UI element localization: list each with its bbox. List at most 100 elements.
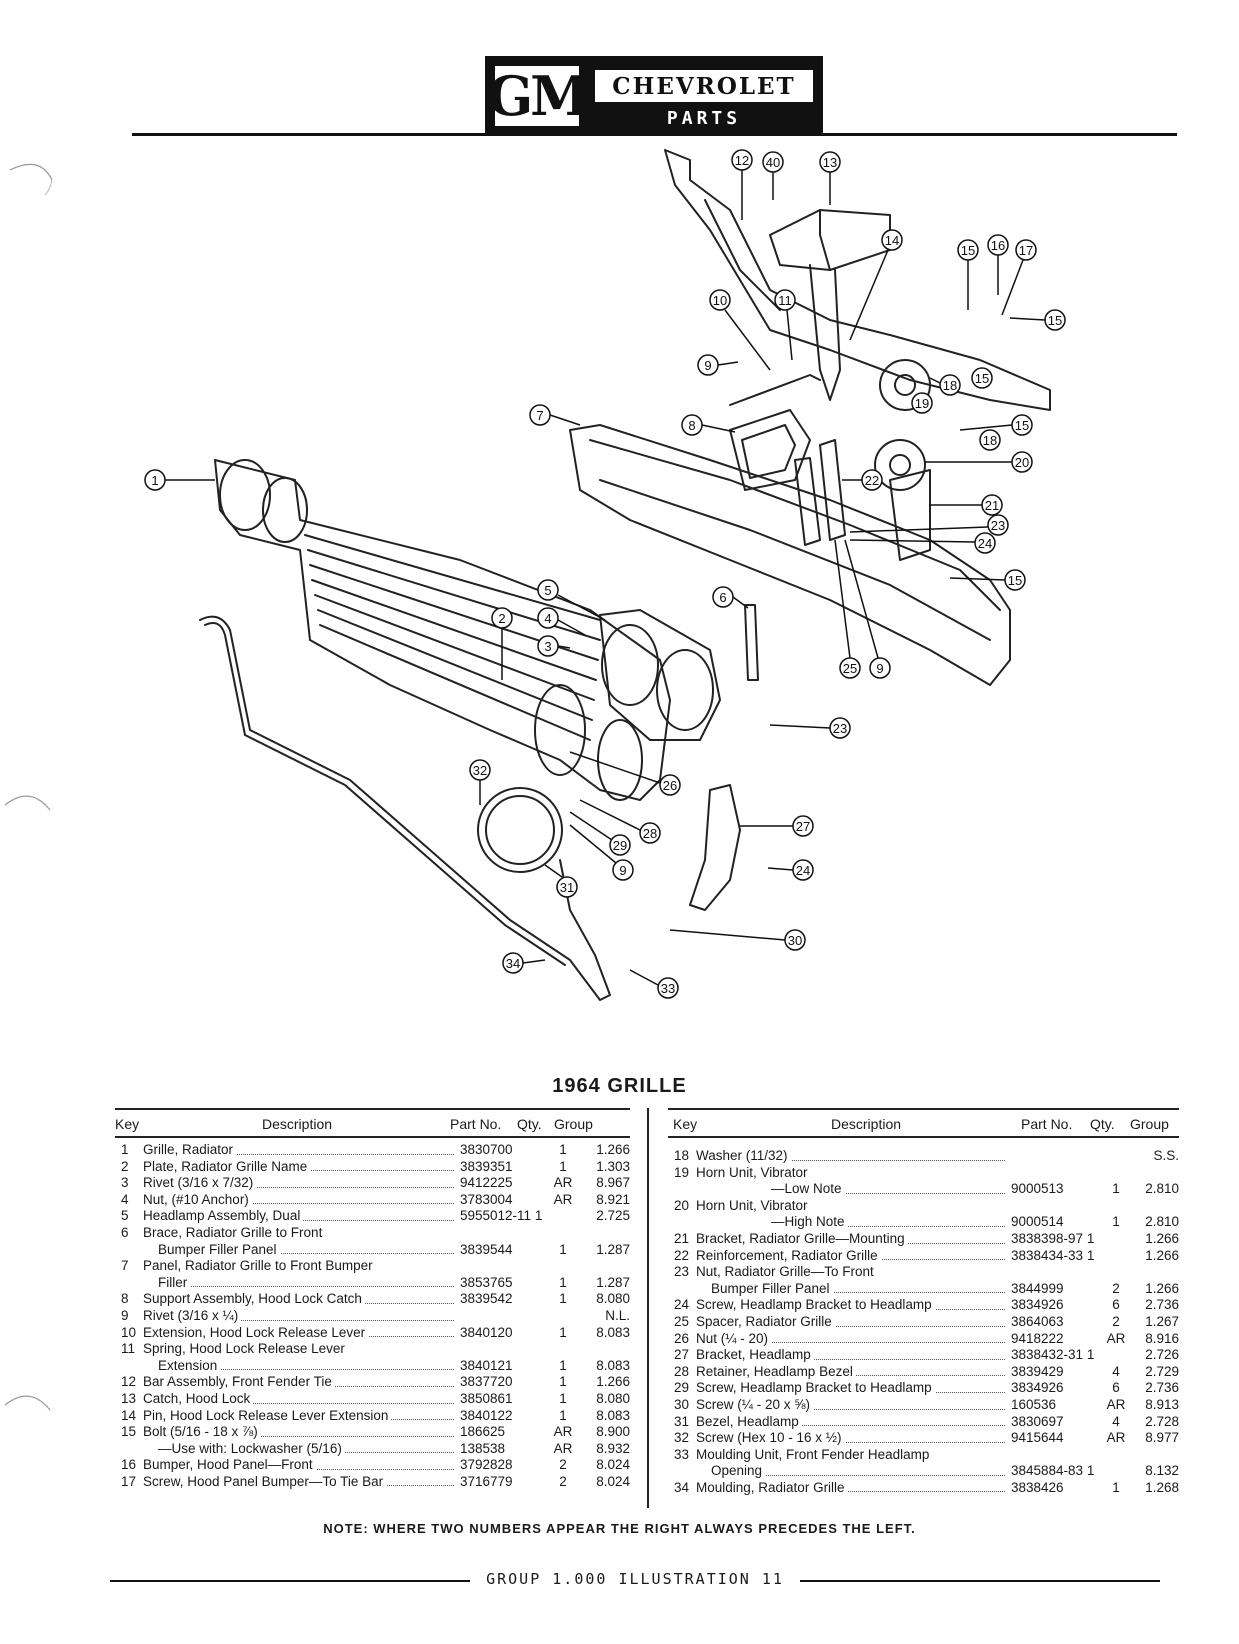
svg-text:9: 9 [876, 661, 883, 676]
row-description: Catch, Hood Lock [143, 1390, 460, 1408]
svg-text:16: 16 [991, 238, 1005, 253]
svg-text:40: 40 [766, 155, 780, 170]
row-key: 14 [121, 1407, 137, 1423]
row-description: Opening [696, 1463, 1011, 1480]
callout-14: 14 [849, 229, 903, 341]
row-group: 1.266 [1145, 1247, 1179, 1263]
svg-text:17: 17 [1019, 243, 1033, 258]
callout-2: 2 [491, 607, 513, 680]
callout-40: 40 [762, 151, 784, 200]
row-group [576, 1341, 630, 1358]
callout-15c: 15 [971, 367, 993, 389]
row-group: 8.080 [596, 1390, 630, 1406]
row-qty: 2 [1112, 1280, 1120, 1296]
row-qty: AR [1106, 1396, 1126, 1412]
row-description: Washer (11/32) [696, 1148, 1011, 1165]
brand-name: CHEVROLET [612, 72, 796, 100]
row-key: 6 [121, 1224, 129, 1240]
row-qty: 1 [559, 1274, 567, 1290]
row-key: 27 [674, 1347, 690, 1363]
gm-logo-text: GM [487, 64, 590, 128]
row-part-no [460, 1225, 550, 1242]
row-qty: 6 [1112, 1297, 1120, 1313]
row-qty: 1 [559, 1241, 567, 1257]
row-description: Bracket, Headlamp [696, 1347, 1011, 1364]
row-key: 16 [121, 1457, 137, 1473]
callout-12: 12 [731, 149, 753, 220]
row-key [668, 1214, 696, 1231]
callout-15b: 15 [1009, 309, 1066, 331]
header-description: Description [831, 1116, 902, 1132]
callout-16: 16 [987, 234, 1009, 295]
row-part-no: 5955012-11 1 [460, 1208, 543, 1224]
row-group: 8.083 [596, 1357, 630, 1373]
row-part-no: 3792828 [460, 1457, 513, 1473]
row-qty: 2 [1112, 1313, 1120, 1329]
svg-text:18: 18 [943, 378, 957, 393]
row-key: 13 [121, 1390, 137, 1406]
callout-19: 19 [911, 392, 933, 414]
row-group: 8.932 [596, 1440, 630, 1456]
svg-text:15: 15 [975, 371, 989, 386]
header-group: Group [554, 1116, 593, 1132]
svg-text:9: 9 [704, 358, 711, 373]
callout-15e: 15 [949, 569, 1026, 591]
row-qty [1103, 1198, 1129, 1215]
row-description: Screw, Headlamp Bracket to Headlamp [696, 1297, 1011, 1314]
row-group: 8.977 [1145, 1430, 1179, 1446]
row-part-no: 3838434-33 1 [1011, 1247, 1095, 1263]
row-key: 28 [674, 1363, 690, 1379]
callout-26: 26 [569, 751, 681, 796]
row-key: 22 [674, 1247, 690, 1263]
row-part-no [1011, 1447, 1103, 1464]
radiator-grille [214, 459, 671, 801]
row-qty: 2 [559, 1473, 567, 1489]
row-group: 8.921 [596, 1191, 630, 1207]
row-part-no [460, 1308, 550, 1325]
grille-exploded-illustration: 12 40 13 14 15 16 17 15 10 11 9 18 15 19… [144, 149, 1066, 1001]
row-description: Moulding Unit, Front Fender Headlamp [696, 1446, 1011, 1464]
front-fender-tie-bar [664, 149, 1051, 411]
row-qty: 6 [1112, 1380, 1120, 1396]
row-key: 3 [121, 1175, 129, 1191]
svg-text:4: 4 [544, 611, 551, 626]
header-qty: Qty. [517, 1116, 542, 1132]
row-key: 25 [674, 1313, 690, 1329]
row-key: 34 [674, 1479, 690, 1495]
row-group [576, 1258, 630, 1275]
callout-25: 25 [834, 539, 861, 679]
row-key: 10 [121, 1324, 137, 1340]
row-part-no: 3838426 [1011, 1479, 1064, 1495]
callout-30: 30 [669, 929, 806, 951]
row-qty: 1 [559, 1158, 567, 1174]
callout-29: 29 [569, 811, 631, 856]
row-description: —Use with: Lockwasher (5/16) [143, 1440, 460, 1458]
row-qty: 1 [559, 1390, 567, 1406]
row-description: Reinforcement, Radiator Grille [696, 1247, 1011, 1265]
note-text: NOTE: WHERE TWO NUMBERS APPEAR THE RIGHT… [323, 1521, 916, 1536]
callout-10: 10 [709, 289, 771, 371]
row-part-no: 3839351 [460, 1158, 513, 1174]
callout-24b: 24 [767, 859, 814, 881]
row-qty: AR [553, 1424, 573, 1440]
row-qty [1103, 1463, 1129, 1480]
row-key: 8 [121, 1291, 129, 1307]
svg-text:34: 34 [506, 956, 520, 971]
row-description: Horn Unit, Vibrator [696, 1197, 1011, 1215]
callout-9b: 9 [844, 539, 891, 679]
svg-text:15: 15 [1015, 418, 1029, 433]
radiator-grille-mounting-bracket [889, 469, 931, 561]
